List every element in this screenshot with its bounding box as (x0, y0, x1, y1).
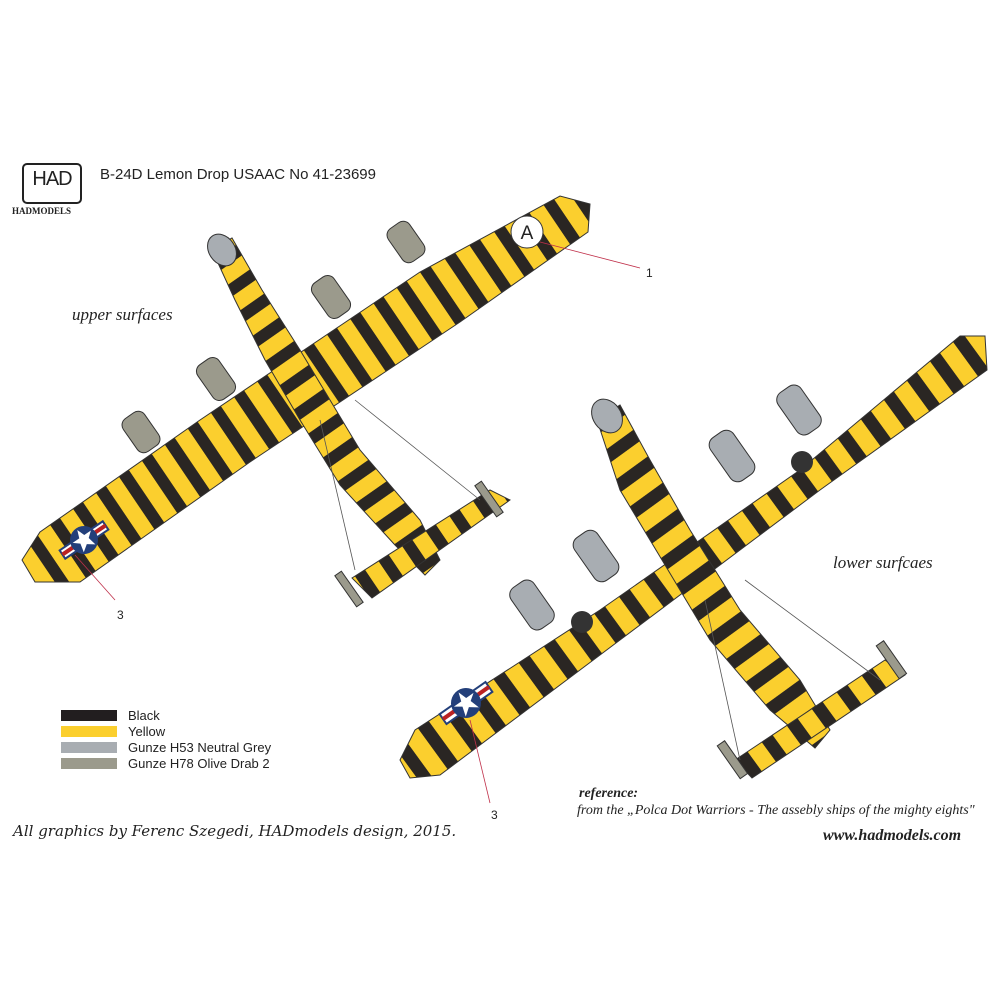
credit-text: All graphics by Ferenc Szegedi, HADmodel… (13, 822, 457, 840)
legend-label: Black (128, 708, 160, 723)
callout-3-upper: 3 (117, 608, 124, 622)
legend-item: Gunze H53 Neutral Grey (61, 740, 271, 755)
upper-engines (121, 220, 426, 454)
logo-name: HADMODELS (12, 206, 72, 216)
callout-3-lower: 3 (491, 808, 498, 822)
legend-swatch (61, 758, 117, 769)
callout-1: 1 (646, 266, 653, 280)
upper-aircraft: A (21, 195, 591, 608)
reference-text: from the „Polca Dot Warriors - The asseb… (577, 803, 975, 818)
legend-item: Yellow (61, 724, 165, 739)
upper-insignia (58, 519, 110, 561)
wing-letter: A (521, 223, 534, 244)
legend-swatch (61, 742, 117, 753)
landing-gear-wheels (571, 451, 813, 633)
lower-surfaces-label: lower surfcaes (833, 553, 933, 572)
upper-fuselage (211, 237, 441, 576)
lower-engines (509, 384, 822, 631)
legend-label: Gunze H78 Olive Drab 2 (128, 756, 270, 771)
reference-label: reference: (579, 786, 639, 801)
legend-label: Gunze H53 Neutral Grey (128, 740, 272, 755)
upper-surfaces-label: upper surfaces (72, 305, 173, 324)
logo: HAD (32, 168, 72, 190)
legend-swatch (61, 710, 117, 721)
legend-item: Gunze H78 Olive Drab 2 (61, 756, 270, 771)
logo-frame (22, 163, 82, 204)
legend-swatch (61, 726, 117, 737)
website-link[interactable]: www.hadmodels.com (823, 827, 962, 844)
callout-lines (74, 241, 641, 804)
page-title: B-24D Lemon Drop USAAC No 41-23699 (100, 166, 376, 183)
lower-insignia (438, 680, 494, 726)
upper-tailplane (351, 489, 511, 599)
lower-fuselage (596, 404, 831, 749)
lower-aircraft (399, 335, 988, 780)
legend-label: Yellow (128, 724, 166, 739)
legend-item: Black (61, 708, 160, 723)
